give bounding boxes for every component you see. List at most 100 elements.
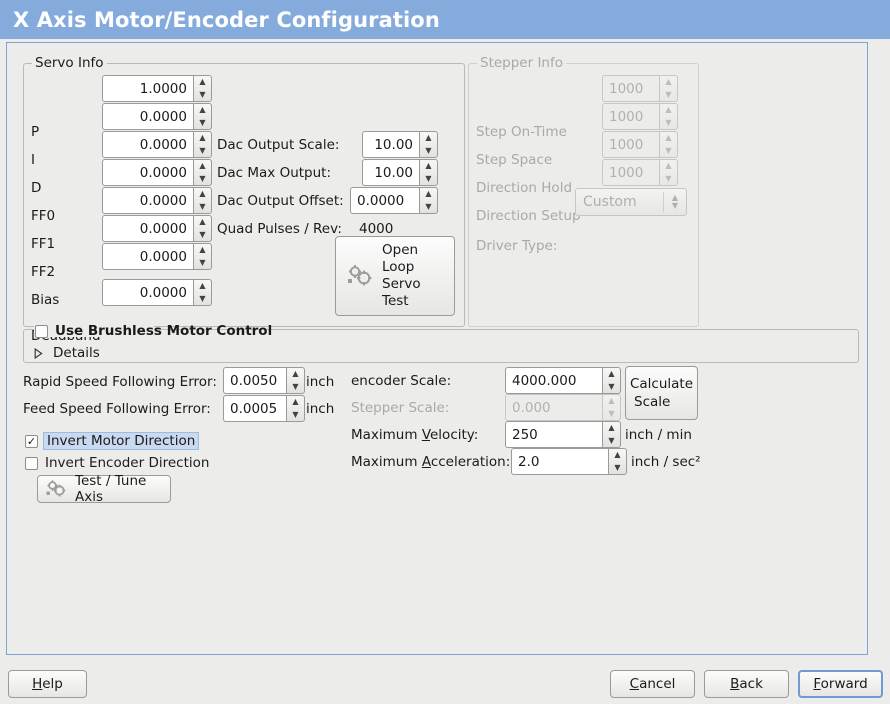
dac-output-scale-spin-buttons[interactable]: ▲▼ bbox=[419, 131, 438, 158]
servo-value-ff0[interactable]: 0.0000 bbox=[102, 159, 193, 186]
spin-up-icon[interactable]: ▲ bbox=[199, 189, 206, 199]
use-brushless-motor-control-checkbox[interactable]: Use Brushless Motor Control bbox=[35, 323, 272, 339]
spin-down-icon[interactable]: ▼ bbox=[292, 381, 299, 391]
spin-up-icon[interactable]: ▲ bbox=[199, 245, 206, 255]
feed-speed-spin-buttons[interactable]: ▲▼ bbox=[286, 395, 305, 422]
servo-spin-ff2[interactable]: 0.0000 ▲▼ bbox=[102, 215, 212, 242]
maximum-velocity-spin[interactable]: 250 ▲▼ bbox=[505, 421, 621, 448]
maximum-acceleration-value[interactable]: 2.0 bbox=[511, 448, 608, 475]
spin-up-icon[interactable]: ▲ bbox=[614, 450, 621, 460]
spin-up-icon[interactable]: ▲ bbox=[199, 105, 206, 115]
invert-motor-direction-checkbox[interactable]: ✓ Invert Motor Direction bbox=[25, 432, 200, 450]
spin-down-icon[interactable]: ▼ bbox=[199, 293, 206, 303]
servo-value-d[interactable]: 0.0000 bbox=[102, 131, 193, 158]
maximum-acceleration-spin[interactable]: 2.0 ▲▼ bbox=[511, 448, 627, 475]
spin-down-icon[interactable]: ▼ bbox=[292, 409, 299, 419]
spin-up-icon[interactable]: ▲ bbox=[199, 217, 206, 227]
spin-down-icon[interactable]: ▼ bbox=[425, 201, 432, 211]
dac-max-output-spin-buttons[interactable]: ▲▼ bbox=[419, 159, 438, 186]
rapid-speed-following-error-value[interactable]: 0.0050 bbox=[223, 367, 286, 394]
spin-down-icon[interactable]: ▼ bbox=[199, 257, 206, 267]
checkbox-box[interactable]: ✓ bbox=[25, 434, 38, 448]
spin-down-icon[interactable]: ▼ bbox=[608, 435, 615, 445]
spin-down-icon[interactable]: ▼ bbox=[199, 89, 206, 99]
servo-spin-deadband-buttons[interactable]: ▲▼ bbox=[193, 279, 212, 306]
cancel-button[interactable]: Cancel bbox=[610, 670, 695, 698]
dac-output-offset-spin[interactable]: 0.0000 ▲▼ bbox=[350, 187, 438, 214]
servo-label-ff2: FF2 bbox=[31, 264, 56, 280]
direction-setup-label: Direction Setup bbox=[476, 208, 581, 224]
spin-down-icon[interactable]: ▼ bbox=[199, 173, 206, 183]
servo-spin-deadband[interactable]: 0.0000 ▲▼ bbox=[102, 279, 212, 306]
dac-output-scale-spin[interactable]: 10.00 ▲▼ bbox=[362, 131, 438, 158]
help-button[interactable]: Help bbox=[8, 670, 87, 698]
direction-hold-spin: 1000 ▲▼ bbox=[602, 131, 678, 158]
forward-button[interactable]: Forward bbox=[798, 670, 883, 698]
dac-max-output-value[interactable]: 10.00 bbox=[362, 159, 419, 186]
servo-value-deadband[interactable]: 0.0000 bbox=[102, 279, 193, 306]
encoder-scale-spin[interactable]: 4000.000 ▲▼ bbox=[505, 367, 621, 394]
feed-speed-following-error-value[interactable]: 0.0005 bbox=[223, 395, 286, 422]
spin-down-icon[interactable]: ▼ bbox=[614, 462, 621, 472]
servo-value-ff1[interactable]: 0.0000 bbox=[102, 187, 193, 214]
dac-output-offset-spin-buttons[interactable]: ▲▼ bbox=[419, 187, 438, 214]
spin-up-icon[interactable]: ▲ bbox=[292, 369, 299, 379]
encoder-scale-value[interactable]: 4000.000 bbox=[505, 367, 602, 394]
spin-down-icon[interactable]: ▼ bbox=[425, 145, 432, 155]
spin-down-icon[interactable]: ▼ bbox=[199, 117, 206, 127]
maximum-velocity-value[interactable]: 250 bbox=[505, 421, 602, 448]
triangle-right-icon[interactable] bbox=[33, 347, 44, 360]
spin-up-icon[interactable]: ▲ bbox=[199, 77, 206, 87]
servo-spin-ff1-buttons[interactable]: ▲▼ bbox=[193, 187, 212, 214]
servo-spin-d-buttons[interactable]: ▲▼ bbox=[193, 131, 212, 158]
servo-spin-d[interactable]: 0.0000 ▲▼ bbox=[102, 131, 212, 158]
invert-encoder-direction-checkbox[interactable]: Invert Encoder Direction bbox=[25, 455, 209, 471]
spin-up-icon[interactable]: ▲ bbox=[292, 397, 299, 407]
spin-up-icon[interactable]: ▲ bbox=[199, 133, 206, 143]
spin-up-icon[interactable]: ▲ bbox=[608, 423, 615, 433]
spin-down-icon[interactable]: ▼ bbox=[199, 145, 206, 155]
dac-max-output-spin[interactable]: 10.00 ▲▼ bbox=[362, 159, 438, 186]
servo-spin-ff0[interactable]: 0.0000 ▲▼ bbox=[102, 159, 212, 186]
calculate-scale-button[interactable]: Calculate Scale bbox=[625, 366, 698, 420]
feed-speed-following-error-spin[interactable]: 0.0005 ▲▼ bbox=[223, 395, 305, 422]
servo-spin-ff1[interactable]: 0.0000 ▲▼ bbox=[102, 187, 212, 214]
servo-spin-ff2-buttons[interactable]: ▲▼ bbox=[193, 215, 212, 242]
servo-spin-p-buttons[interactable]: ▲▼ bbox=[193, 75, 212, 102]
servo-spin-i-buttons[interactable]: ▲▼ bbox=[193, 103, 212, 130]
spin-up-icon[interactable]: ▲ bbox=[199, 161, 206, 171]
maximum-velocity-spin-buttons[interactable]: ▲▼ bbox=[602, 421, 621, 448]
rapid-speed-following-error-spin[interactable]: 0.0050 ▲▼ bbox=[223, 367, 305, 394]
rapid-speed-spin-buttons[interactable]: ▲▼ bbox=[286, 367, 305, 394]
spin-up-icon[interactable]: ▲ bbox=[425, 133, 432, 143]
servo-value-i[interactable]: 0.0000 bbox=[102, 103, 193, 130]
spin-up-icon[interactable]: ▲ bbox=[608, 369, 615, 379]
checkbox-box[interactable] bbox=[25, 456, 38, 470]
servo-spin-ff0-buttons[interactable]: ▲▼ bbox=[193, 159, 212, 186]
open-loop-servo-test-button[interactable]: Open Loop Servo Test bbox=[335, 236, 455, 316]
servo-value-ff2[interactable]: 0.0000 bbox=[102, 215, 193, 242]
test-tune-axis-button[interactable]: Test / Tune Axis bbox=[37, 473, 171, 505]
spin-down-icon[interactable]: ▼ bbox=[199, 229, 206, 239]
servo-spin-bias-buttons[interactable]: ▲▼ bbox=[193, 243, 212, 270]
servo-value-bias[interactable]: 0.0000 bbox=[102, 243, 193, 270]
spin-up-icon[interactable]: ▲ bbox=[199, 281, 206, 291]
spin-down-icon[interactable]: ▼ bbox=[608, 381, 615, 391]
dac-output-offset-value[interactable]: 0.0000 bbox=[350, 187, 419, 214]
encoder-scale-spin-buttons[interactable]: ▲▼ bbox=[602, 367, 621, 394]
maximum-velocity-label: Maximum Velocity: bbox=[351, 427, 479, 443]
spin-up-icon[interactable]: ▲ bbox=[425, 189, 432, 199]
dac-output-scale-value[interactable]: 10.00 bbox=[362, 131, 419, 158]
spin-up-icon: ▲ bbox=[665, 133, 672, 143]
servo-spin-i[interactable]: 0.0000 ▲▼ bbox=[102, 103, 212, 130]
servo-value-p[interactable]: 1.0000 bbox=[102, 75, 193, 102]
servo-spin-p[interactable]: 1.0000 ▲▼ bbox=[102, 75, 212, 102]
checkbox-box[interactable] bbox=[35, 324, 48, 338]
servo-spin-bias[interactable]: 0.0000 ▲▼ bbox=[102, 243, 212, 270]
details-expander[interactable]: Details bbox=[33, 345, 100, 361]
spin-down-icon[interactable]: ▼ bbox=[425, 173, 432, 183]
spin-up-icon[interactable]: ▲ bbox=[425, 161, 432, 171]
spin-down-icon[interactable]: ▼ bbox=[199, 201, 206, 211]
back-button[interactable]: Back bbox=[704, 670, 789, 698]
maximum-acceleration-spin-buttons[interactable]: ▲▼ bbox=[608, 448, 627, 475]
